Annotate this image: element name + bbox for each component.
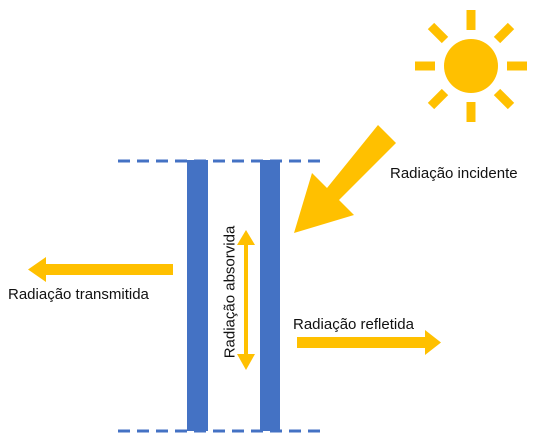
left-plate <box>187 160 208 431</box>
sun-disc <box>444 39 498 93</box>
absorbed-radiation-label: Radiação absorvida <box>221 225 239 359</box>
reflected-arrow <box>297 330 441 355</box>
absorbed-arrow <box>237 230 255 370</box>
incident-radiation-label: Radiação incidente <box>390 165 518 182</box>
incident-arrow <box>294 125 396 233</box>
transmitted-radiation-label: Radiação transmitida <box>8 286 149 303</box>
right-plate <box>260 160 280 431</box>
transmitted-arrow <box>28 257 173 282</box>
reflected-radiation-label: Radiação refletida <box>293 316 414 333</box>
sun-icon <box>415 10 527 122</box>
sun-rays <box>415 10 527 122</box>
